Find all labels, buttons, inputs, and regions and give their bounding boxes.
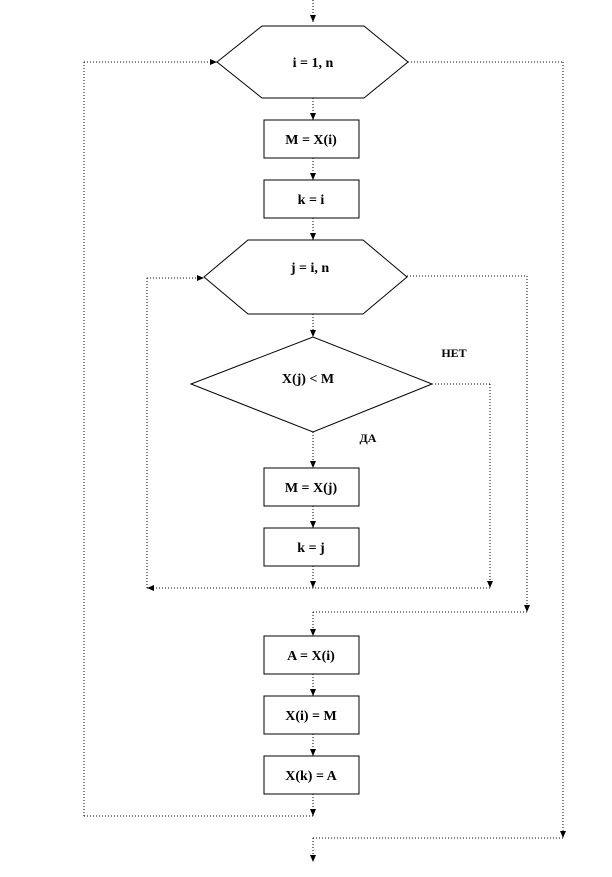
outer-loop-label: i = 1, n <box>293 56 334 71</box>
swap-xi-block: X(i) = M <box>263 695 360 735</box>
condition-block: X(j) < M <box>189 336 434 433</box>
swap-a-label: A = X(i) <box>287 649 335 664</box>
set-k-j-label: k = j <box>297 541 324 556</box>
set-m-block: M = X(i) <box>263 119 360 159</box>
swap-xk-label: X(k) = A <box>285 769 337 784</box>
swap-a-block: A = X(i) <box>263 635 360 675</box>
set-k-label: k = i <box>298 193 325 208</box>
set-m-j-label: M = X(j) <box>285 481 338 496</box>
no-label: НЕТ <box>441 346 466 360</box>
connectors <box>83 0 566 862</box>
set-k-block: k = i <box>263 179 360 219</box>
set-m-label: M = X(i) <box>285 133 337 148</box>
set-k-j-block: k = j <box>263 527 360 567</box>
yes-label: ДА <box>360 431 377 445</box>
condition-label: X(j) < M <box>282 372 334 387</box>
inner-loop-label: j = i, n <box>290 261 330 276</box>
swap-xi-label: X(i) = M <box>285 709 337 724</box>
outer-loop-block: i = 1, n <box>216 25 409 99</box>
inner-loop-block: j = i, n <box>203 239 408 315</box>
swap-xk-block: X(k) = A <box>263 755 360 795</box>
set-m-j-block: M = X(j) <box>263 467 360 507</box>
